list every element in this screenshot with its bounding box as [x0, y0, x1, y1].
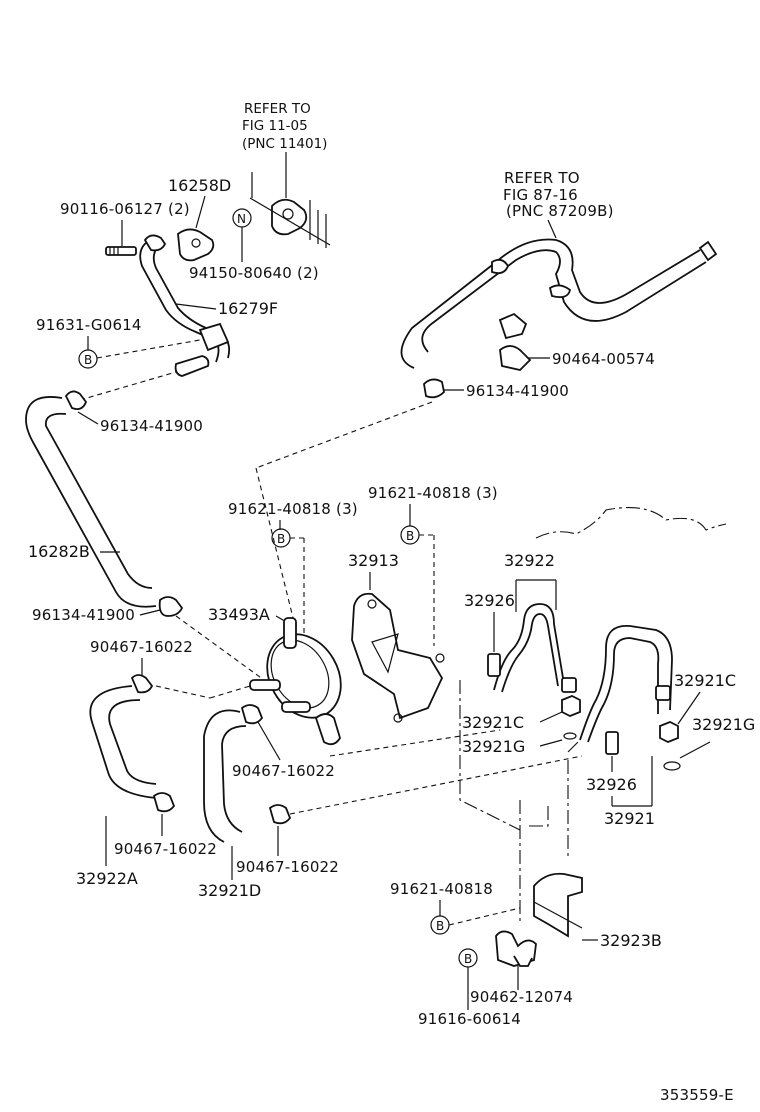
callout-91621-c: 91621-40818 [390, 880, 493, 898]
callout-90467-c: 90467-16022 [114, 840, 217, 858]
reference-fig-87-16: REFER TO FIG 87-16 (PNC 87209B) [400, 169, 718, 369]
bracket-32913: 32913 [348, 551, 445, 723]
callout-91631: 91631-G0614 [36, 316, 142, 334]
stud-90116: 90116-06127 (2) [60, 200, 190, 256]
b-symbol-label: B [406, 529, 414, 543]
pipe-32922: 32922 [493, 551, 577, 693]
hose-32921D: 32921D [198, 709, 261, 900]
callout-90467-d: 90467-16022 [236, 858, 339, 876]
ref-line-5: FIG 87-16 [503, 186, 578, 204]
ref-line-2: FIG 11-05 [242, 118, 308, 134]
callout-90464: 90464-00574 [552, 350, 655, 368]
callout-96134-c: 96134-41900 [466, 382, 569, 400]
callout-16282B: 16282B [28, 542, 90, 561]
bolt-91616: B 91616-60614 [418, 948, 521, 1028]
hose-32922A: 32922A [76, 685, 157, 888]
callout-96134-b: 96134-41900 [32, 606, 135, 624]
callout-91621-a: 91621-40818 (3) [228, 500, 358, 518]
n-symbol-label: N [237, 212, 246, 226]
gasket-16258D: 16258D [168, 176, 231, 262]
nut-94150: N 94150-80640 (2) [189, 208, 319, 282]
pipe-16279F: 16279F [139, 234, 278, 377]
callout-32922: 32922 [504, 551, 555, 570]
bolt-91631: 91631-G0614 B [36, 316, 201, 401]
callout-32923B: 32923B [600, 931, 662, 950]
gasket-32921G-a: 32921G [462, 732, 577, 756]
callout-90116: 90116-06127 (2) [60, 200, 190, 218]
callout-32921C-a: 32921C [462, 713, 524, 732]
callout-90467-b: 90467-16022 [232, 762, 335, 780]
clamp-90467-c: 90467-16022 [114, 792, 217, 858]
callout-96134-a: 96134-41900 [100, 417, 203, 435]
b-symbol-label: B [84, 353, 92, 367]
callout-32921: 32921 [604, 809, 655, 828]
bolt-91621-c: 91621-40818 B [390, 880, 521, 935]
callout-32921G-a: 32921G [462, 737, 525, 756]
clamp-90467-a: 90467-16022 [90, 638, 251, 699]
clamp-90467-d: 90467-16022 [236, 729, 583, 876]
bolt-91621-a: 91621-40818 (3) B [228, 500, 358, 640]
callout-32926-a: 32926 [464, 591, 515, 610]
b-symbol-label: B [464, 952, 472, 966]
callout-32913: 32913 [348, 551, 399, 570]
engine-outline [459, 507, 727, 924]
ref-line-4: REFER TO [504, 169, 580, 187]
callout-32922A: 32922A [76, 869, 138, 888]
pump-33493A: 33493A [208, 605, 342, 746]
callout-32921G-b: 32921G [692, 715, 755, 734]
ref-line-3: (PNC 11401) [242, 136, 327, 152]
callout-32921D: 32921D [198, 881, 261, 900]
b-symbol-label: B [277, 532, 285, 546]
callout-33493A: 33493A [208, 605, 270, 624]
clamp-96134-a: 96134-41900 [64, 390, 203, 435]
callout-90462: 90462-12074 [470, 988, 573, 1006]
pipe-32921 [579, 625, 673, 743]
ref-line-1: REFER TO [244, 101, 311, 117]
ref-line-6: (PNC 87209B) [506, 202, 614, 220]
fitting-32926-b: 32926 32921 [586, 731, 655, 828]
callout-32926-b: 32926 [586, 775, 637, 794]
fitting-32921C-b: 32921C [659, 671, 736, 743]
clamp-90462: 90462-12074 [470, 930, 573, 1006]
diagram-id: 353559-E [660, 1086, 734, 1104]
bolt-91621-b: 91621-40818 (3) B [368, 484, 498, 646]
fitting-32921C-a: 32921C [462, 695, 581, 732]
reference-fig-11-05: REFER TO FIG 11-05 (PNC 11401) [242, 101, 331, 248]
clamp-90467-b: 90467-16022 [232, 704, 335, 780]
callout-94150: 94150-80640 (2) [189, 264, 319, 282]
callout-16258D: 16258D [168, 176, 231, 195]
clamp-96134-c: 96134-41900 [255, 378, 569, 631]
callout-32921C-b: 32921C [674, 671, 736, 690]
gasket-32921G-b: 32921G [663, 715, 755, 771]
clip-90464: 90464-00574 [498, 312, 655, 371]
callout-91621-b: 91621-40818 (3) [368, 484, 498, 502]
clamp-96134-b: 96134-41900 [32, 596, 265, 681]
hose-16282B: 16282B [25, 396, 157, 608]
fitting-32926-a: 32926 [464, 591, 515, 677]
callout-91616: 91616-60614 [418, 1010, 521, 1028]
b-symbol-icon [78, 349, 98, 369]
b-symbol-label: B [436, 919, 444, 933]
callout-16279F: 16279F [218, 299, 278, 318]
callout-90467-a: 90467-16022 [90, 638, 193, 656]
bracket-32923B: 32923B [533, 872, 662, 950]
